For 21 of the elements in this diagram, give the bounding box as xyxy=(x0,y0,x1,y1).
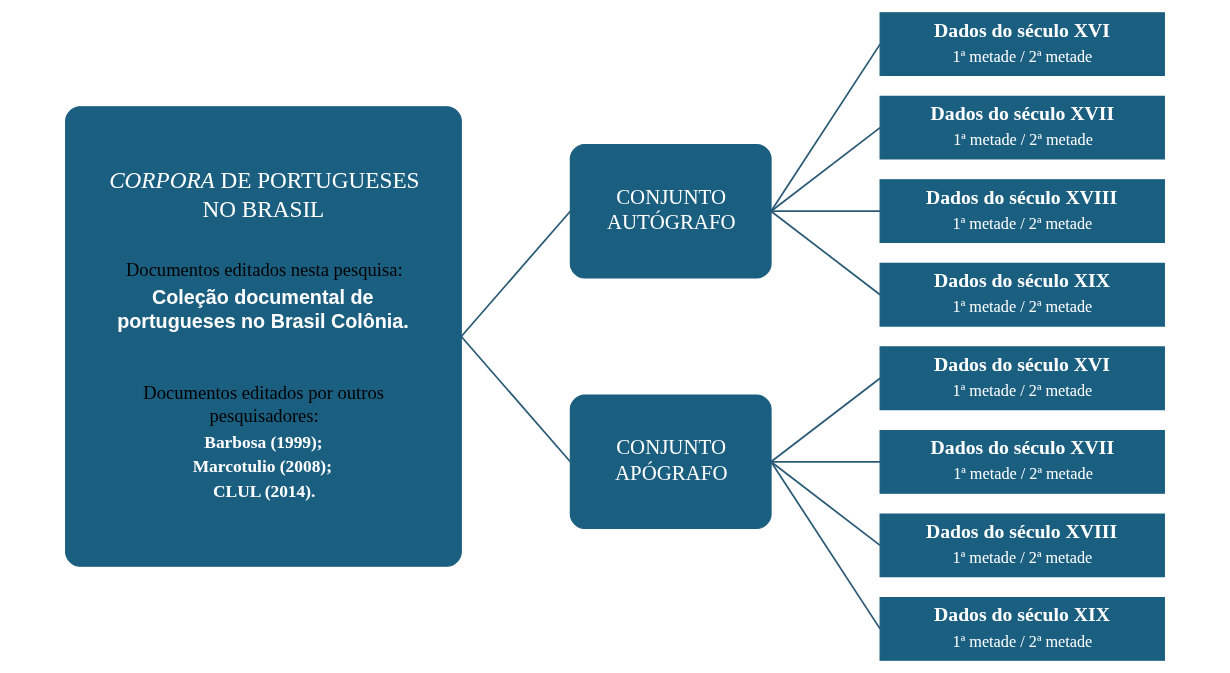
node-box: Dados do século XIX 1ª metade / 2ª metade xyxy=(879,596,1165,661)
connector xyxy=(460,335,572,463)
connector xyxy=(770,43,881,213)
node-box: Dados do século XVIII 1ª metade / 2ª metade xyxy=(879,179,1165,244)
node-box: Dados do século XVII 1ª metade / 2ª metade xyxy=(879,429,1165,494)
connector xyxy=(770,460,881,630)
node-box: Dados do século XVI 1ª metade / 2ª metade xyxy=(879,12,1165,77)
node-box: CONJUNTO AUTÓGRAFO xyxy=(569,143,772,279)
node-box: Dados do século XVII 1ª metade / 2ª metade xyxy=(879,95,1165,160)
node-box: CORPORA DE PORTUGUESES NO BRASIL Documentos editados nesta pesquisa: Coleção documental de portugueses no Brasil Colônia. Documentos editados por outros pesquisadores: Barbosa (1999); Marcotulio (2008); CLUL (2014). xyxy=(65,106,462,567)
node-box: Dados do século XVIII 1ª metade / 2ª metade xyxy=(879,513,1165,578)
connector xyxy=(460,210,572,338)
connector xyxy=(770,377,881,463)
connector xyxy=(770,210,881,296)
node-box: Dados do século XIX 1ª metade / 2ª metade xyxy=(879,262,1165,327)
connector xyxy=(770,210,881,213)
node-box: CONJUNTO APÓGRAFO xyxy=(569,394,772,530)
connector xyxy=(770,460,881,547)
connector xyxy=(770,460,881,463)
node-box: Dados do século XVI 1ª metade / 2ª metade xyxy=(879,346,1165,411)
connector xyxy=(770,126,881,213)
